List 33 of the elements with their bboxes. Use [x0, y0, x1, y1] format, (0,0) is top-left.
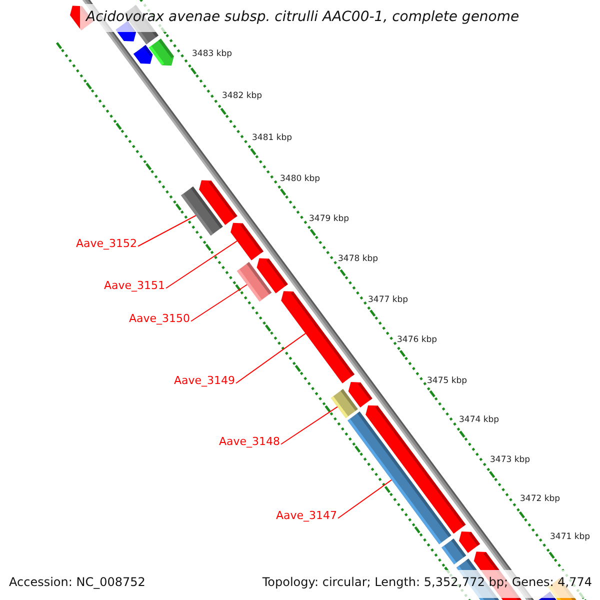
gene-feature: [181, 186, 223, 236]
scale-label: 3473 kbp: [490, 456, 530, 464]
scale-label: 3478 kbp: [338, 255, 378, 264]
scale-label: 3471 kbp: [550, 533, 590, 542]
gene-label: Aave_3147: [276, 510, 337, 521]
gene-feature: [330, 389, 358, 418]
gene-feature: [230, 222, 264, 260]
leader-line: [190, 284, 248, 322]
gene-label: Aave_3150: [128, 313, 190, 324]
scale-label: 3481 kbp: [252, 134, 292, 142]
scale-label: 3472 kbp: [520, 495, 560, 504]
scale-label: 3475 kbp: [427, 377, 468, 386]
gene-label: Aave_3152: [76, 238, 137, 249]
genome-info-text: Topology: circular; Length: 5,352,772 bp; Genes: 4,774: [262, 576, 592, 588]
scale-label: 3476 kbp: [397, 336, 438, 344]
gene-label: Aave_3149: [174, 375, 235, 386]
accession-text: Accession: NC_008752: [9, 576, 146, 588]
title: Acidovorax avenae subsp. citrulli AAC00-1, complete genome: [86, 10, 520, 24]
gene-feature: [348, 412, 452, 544]
leader-line: [280, 406, 338, 445]
gene-feature: [281, 291, 354, 384]
gene-label: Aave_3148: [218, 436, 280, 447]
leader-line: [338, 479, 392, 519]
scale-label: 3483 kbp: [192, 50, 232, 58]
scale-label: 3480 kbp: [280, 175, 320, 184]
scale-label: 3477 kbp: [368, 296, 408, 304]
gene-label: Aave_3151: [104, 280, 165, 291]
leader-line: [166, 240, 238, 289]
scale-label: 3474 kbp: [459, 416, 500, 424]
scale-label: 3479 kbp: [309, 215, 350, 224]
gene-feature: [236, 262, 272, 302]
scale-label: 3482 kbp: [222, 92, 262, 100]
leader-line: [236, 332, 306, 384]
